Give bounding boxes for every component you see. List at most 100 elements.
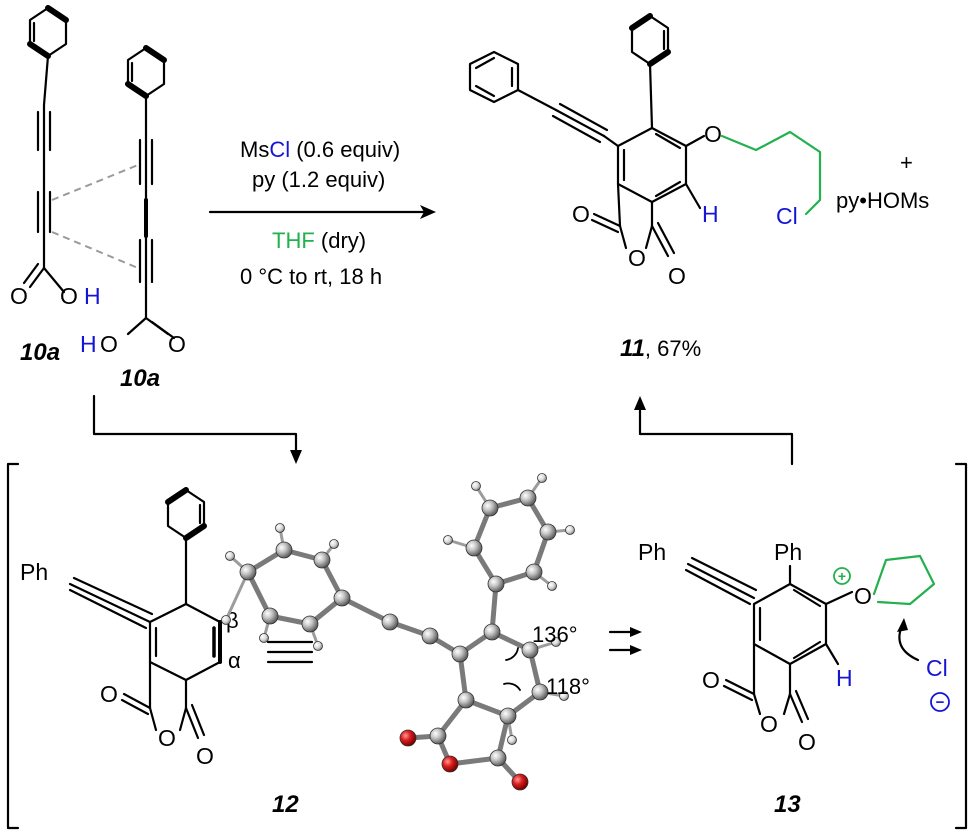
atom-o-carbonyl-13a: O (702, 667, 720, 693)
hydrogen-atom-ball (443, 535, 453, 545)
atom-o-carbonyl-12b: O (196, 743, 214, 769)
atom-o-carbonyl: O (10, 283, 28, 309)
carbon-atom-ball (333, 589, 351, 607)
oxygen-atom-ball (511, 773, 529, 791)
atom-ph-13b: Ph (774, 539, 802, 565)
reagent-pyridine: py (1.2 equiv) (252, 167, 385, 192)
carbon-atom-ball (489, 749, 507, 767)
byproduct-plus: + (900, 150, 913, 175)
negative-charge-circle (930, 692, 950, 712)
bracket-right (954, 462, 968, 830)
atom-o-ring-13: O (760, 711, 778, 737)
label-alpha: α (228, 648, 241, 673)
thf-ring (872, 554, 936, 606)
atom-o-oxonium: O (854, 583, 872, 609)
carbon-atom-ball (301, 615, 319, 633)
pathway-arrow-down (92, 394, 298, 454)
carbon-atom-ball (239, 563, 257, 581)
carbon-atom-ball (275, 541, 293, 559)
bond-stick (339, 595, 393, 625)
dashed-contact-upper (51, 164, 139, 201)
oxygen-atom-ball (399, 729, 417, 747)
molecule-12: Ph O O O β α (20, 487, 241, 769)
hydrogen-atom-ball (551, 637, 561, 647)
atom-ph-12: Ph (20, 559, 48, 585)
atom-h-13: H (836, 665, 853, 691)
atom-o-carbonyl-11a: O (572, 201, 590, 227)
angle-arc (503, 682, 521, 691)
atom-cl-11: Cl (776, 203, 798, 229)
atom-o-hydroxyl: O (60, 283, 78, 309)
pathway-arrow-up-head (634, 396, 646, 410)
carbon-atom-ball (519, 489, 537, 507)
hydrogen-atom-ball (565, 525, 575, 535)
hydrogen-atom-ball (537, 473, 547, 483)
atom-o-carbonyl-11b: O (668, 263, 686, 289)
carbon-atom-ball (313, 551, 331, 569)
atom-o-ether-11: O (704, 121, 722, 147)
atom-h-11: H (702, 201, 719, 227)
hydrogen-atom-ball (329, 539, 339, 549)
step-arrow-2-head (630, 645, 642, 655)
molecule-10a-left: O O H (10, 5, 101, 309)
carbon-atom-ball (421, 627, 439, 645)
molecule-13: Ph Ph O O O H O + Cl − (638, 539, 950, 755)
hydrogen-atom-ball (559, 691, 569, 701)
atom-o-ring-12: O (158, 725, 176, 751)
atom-o-ring-11: O (628, 245, 646, 271)
hydrogen-atom-ball (225, 551, 235, 561)
byproduct-name: py•HOMs (836, 188, 929, 213)
temp-time: 0 °C to rt, 18 h (240, 264, 382, 289)
positive-charge: + (838, 568, 846, 584)
reaction-conditions: MsCl (0.6 equiv) py (1.2 equiv) THF (dry… (208, 137, 436, 289)
hydrogen-atom-ball (275, 523, 285, 533)
carbon-atom-ball (261, 607, 279, 625)
atom-cl-13: Cl (926, 655, 948, 681)
bond-stick (224, 570, 250, 622)
atom-o-carbonyl-12a: O (100, 681, 118, 707)
angle-arc (505, 647, 519, 661)
equivalence-sign (266, 640, 314, 664)
carbon-atom-ball (457, 691, 475, 709)
carbon-atom-ball (531, 683, 549, 701)
reaction-arrow-head (420, 205, 436, 219)
carbon-atom-ball (539, 523, 557, 541)
carbon-atom-ball (525, 563, 543, 581)
dashed-contact-lower (51, 231, 139, 269)
hydrogen-atom-ball (507, 735, 517, 745)
negative-charge: − (936, 694, 945, 711)
pathway-arrow-up (638, 406, 794, 466)
curved-arrow (898, 624, 920, 662)
bracket-left (6, 462, 20, 830)
atom-ph-13a: Ph (638, 539, 666, 565)
step-arrow-1-head (630, 627, 642, 637)
curved-arrow-head (897, 618, 908, 632)
atom-h-acid-2: H (80, 331, 97, 357)
label-13: 13 (774, 791, 801, 818)
atom-o-carbonyl-13b: O (798, 729, 816, 755)
solvent-thf: THF (dry) (272, 228, 366, 253)
carbon-atom-ball (521, 641, 539, 659)
atom-h-acid: H (84, 283, 101, 309)
label-12: 12 (272, 791, 299, 818)
label-10a-left: 10a (20, 339, 60, 366)
chloro-butyl-chain (720, 130, 822, 216)
carbon-atom-ball (483, 623, 501, 641)
carbon-atom-ball (499, 707, 517, 725)
oxygen-atom-ball (441, 755, 459, 773)
hydrogen-atom-ball (547, 581, 557, 591)
molecule-11: O O O O H Cl (468, 13, 822, 289)
ball-and-stick-12 (221, 473, 575, 791)
hydrogen-atom-ball (259, 633, 269, 643)
carbon-atom-ball (381, 613, 399, 631)
carbon-atom-ball (429, 727, 447, 745)
carbon-atom-ball (481, 499, 499, 517)
hydrogen-atom-ball (313, 641, 323, 651)
atom-o-hydroxyl-2: O (100, 331, 118, 357)
hydrogen-atom-ball (471, 481, 481, 491)
angle-lower: 118° (546, 674, 590, 699)
positive-charge-circle (833, 567, 851, 585)
reagent-mscl: MsCl (0.6 equiv) (240, 137, 400, 162)
label-11: 11, 67% (620, 335, 701, 362)
